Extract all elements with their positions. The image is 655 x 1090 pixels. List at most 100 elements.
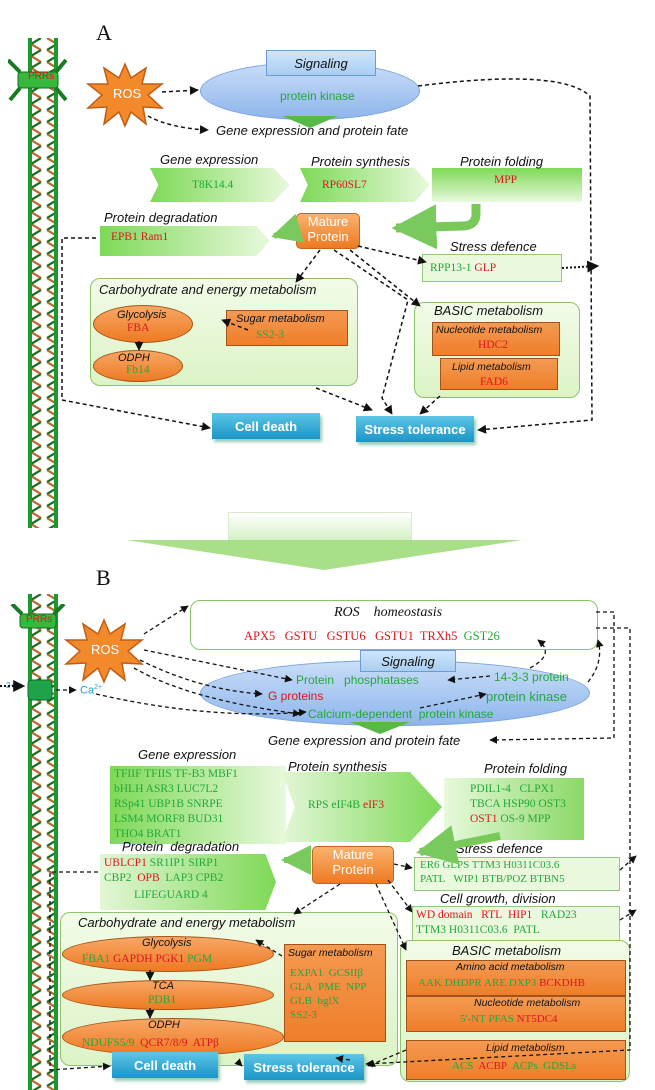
gene-rsp41: RSp41 (114, 798, 146, 810)
glycolysis-gene-a: FBA (127, 322, 150, 334)
protein-folding-genes-a: MPP (494, 174, 518, 186)
gene-os-9: OS-9 (500, 813, 525, 825)
gene-btbn5: BTBN5 (529, 873, 565, 885)
amino-acid-box (406, 960, 626, 996)
gene-gstu1: GSTU1 (374, 629, 414, 643)
nucleotide-metabolism-title-a: Nucleotide metabolism (436, 324, 543, 336)
cell-growth-line: WD domain RTL HIP1 RAD23 (416, 908, 577, 923)
receptor-label-a: PRRs (28, 71, 55, 82)
gene-acps: ACPs (511, 1060, 538, 1072)
gene-atpb: ATPβ (192, 1037, 219, 1049)
gene-lap3: LAP3 (165, 872, 193, 884)
gene-ttm3: TTM3 (471, 859, 501, 871)
gene-fba1: FBA1 (82, 953, 111, 965)
gene-expression-list-b: TFIIF TFIIS TF-B3 MBF1 bHLH ASR3 LUC7L2 … (114, 767, 294, 842)
gene-pdb1: PDB1 (148, 994, 177, 1006)
receptor-label-b: PRRs (26, 614, 53, 625)
gene-asr3: ASR3 (145, 783, 174, 795)
signal-wedge-b (350, 722, 410, 734)
gene-mpp: MPP (527, 813, 551, 825)
gene-rpp13-1-a: RPP13-1 (430, 262, 472, 274)
gene-tbca: TBCA (470, 798, 501, 810)
gene-patl-b: PATL (513, 924, 540, 936)
protein-degradation-line: CBP2 OPB LAP3 CPB2 (104, 871, 223, 886)
protein-synthesis-chevron-b (282, 772, 442, 842)
odph-gene-a: Fb14 (126, 364, 150, 376)
nucleotide-gene-a: HDC2 (478, 339, 509, 351)
gene-cpb2: CPB2 (195, 872, 224, 884)
g-proteins: G proteins (268, 689, 324, 703)
cell-growth-list: WD domain RTL HIP1 RAD23 TTM3 H0311C03.6… (416, 908, 577, 938)
gene-acs: ACS (452, 1060, 474, 1072)
nucleotide-genes-b: 5'-NT PFAS NT5DC4 (460, 1012, 558, 1027)
sugar-metabolism-list-b: EXPA1 GCSIIβ GLA PME NPP GLB bglX SS2-3 (290, 966, 366, 1022)
stress-defence-title-a: Stress defence (450, 239, 537, 254)
tca-genes: PDB1 (148, 993, 176, 1008)
gene-eif3: eIF3 (362, 799, 385, 811)
protein-14-3-3: 14-3-3 protein (494, 670, 569, 684)
lipid-title-b: Lipid metabolism (486, 1042, 565, 1054)
ros-burst-icon-a (86, 62, 164, 128)
mature-protein-a: Mature Protein (296, 213, 360, 249)
gene-opb: OPB (137, 872, 160, 884)
gene-ram1-a: Ram1 (140, 231, 169, 243)
nucleotide-title-b: Nucleotide metabolism (474, 997, 581, 1009)
gene-sr1ip1: SR1IP1 (149, 857, 186, 869)
arrows-a (61, 78, 600, 434)
gene-aak: AAK (418, 977, 442, 989)
panel-letter-b: B (96, 565, 111, 590)
lipid-box-b (406, 1040, 626, 1080)
gene-expression-genes-a: T8K14.4 (192, 179, 234, 191)
protein-degradation-line: UBLCP1 SR1IP1 SIRP1 (104, 856, 223, 871)
mature-protein-b: Mature Protein (312, 846, 394, 884)
gene-lsm4: LSM4 (114, 813, 144, 825)
glycolysis-title-a: Glycolysis (117, 309, 167, 321)
gene-pfas: PFAS (488, 1013, 514, 1025)
signaling-label-b: Signaling (360, 650, 456, 672)
gene-bhlh: bHLH (114, 783, 144, 795)
calcium-dependent-kinase: Calcium-dependent protein kinase (308, 707, 494, 721)
sugar-line: SS2-3 (290, 1008, 366, 1022)
calcium-label: Ca2+ (80, 684, 103, 697)
receptor-icon-b (10, 604, 66, 629)
amino-acid-title: Amino acid metabolism (456, 961, 565, 973)
gene-ost3: OST3 (538, 798, 566, 810)
ros-label-b: ROS (91, 642, 120, 657)
lipid-gene-a: FAD6 (480, 376, 508, 388)
gene-rtl: RTL (481, 909, 503, 921)
gene-eif4b: eIF4B (331, 799, 361, 811)
gene-sirp1: SIRP1 (188, 857, 219, 869)
signaling-protein-kinase-a: protein kinase (280, 89, 355, 103)
gene-tfiis: TFIIS (144, 768, 172, 780)
protein-kinase-b: protein kinase (486, 689, 567, 704)
amino-acid-genes: AAK DHDPR ARE DXP3 BCKDHB (418, 976, 585, 991)
signaling-label-a: Signaling (266, 50, 376, 76)
gene-btb-poz: BTB/POZ (481, 873, 527, 885)
tca-title: TCA (152, 980, 174, 992)
protein-synthesis-title-b: Protein synthesis (288, 759, 387, 774)
gene-ss2-3: SS2-3 (290, 1009, 317, 1021)
gene-gstu: GSTU (284, 629, 318, 643)
tca-ellipse (62, 980, 274, 1010)
gene-gst26: GST26 (463, 629, 500, 643)
cell-death-b: Cell death (112, 1052, 218, 1078)
protein-folding-list-b: PDIL1-4 CLPX1 TBCA HSP90 OST3 OST1 OS-9 … (470, 782, 566, 827)
sugar-line: GLB bglX (290, 994, 366, 1008)
gene-gapdh: GAPDH (113, 953, 153, 965)
stress-tolerance-a: Stress tolerance (356, 416, 474, 442)
protein-phosphatases: Protein phosphatases (296, 673, 419, 687)
odph-ellipse-a (93, 350, 183, 382)
gene-are: ARE (484, 977, 507, 989)
glycolysis-genes-b: FBA1 GAPDH PGK1 PGM (82, 952, 212, 967)
gene-expression-chevron-a (150, 168, 290, 202)
protein-folding-title-a: Protein folding (460, 154, 544, 169)
gene-npp: NPP (346, 981, 367, 993)
gene-luc7l2: LUC7L2 (176, 783, 219, 795)
gene-gla: GLA (290, 981, 313, 993)
gene-glp-a: GLP (474, 262, 497, 274)
sugar-metabolism-gene-a: SS2-3 (256, 329, 285, 341)
nucleotide-metabolism-box-a (432, 322, 560, 356)
ros-homeostasis-box (190, 600, 598, 650)
gene-hsp90: HSP90 (502, 798, 536, 810)
gene-ublcp1: UBLCP1 (104, 857, 147, 869)
